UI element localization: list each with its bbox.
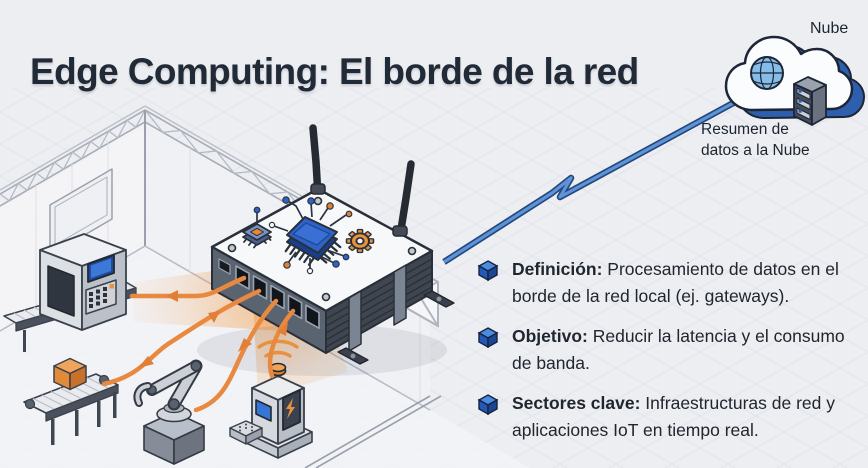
cpu-chip-icon [284,216,342,266]
conveyor-belt-icon [23,357,119,445]
cloud-label: Nube [810,20,849,37]
page-title: Edge Computing: El borde de la red [30,50,639,92]
bullet-text: Procesamiento de datos en el borde de la… [512,259,839,306]
key-points-list: Definición: Procesamiento de datos en el… [477,256,859,457]
data-flow-arrows [138,290,288,368]
bullet-term: Objetivo: [512,326,588,346]
bullet-term: Definición: [512,259,603,279]
cloud-caption-line1: Resumen de [701,121,789,138]
bullet-text: Reducir la latencia y el consumo de band… [512,326,845,373]
edge-gateway-icon [197,124,455,376]
bullet-term: Sectores clave: [512,393,641,413]
cloud-caption-line2: datos a la Nube [701,141,810,159]
sensor-screen [255,399,272,422]
cloud-icon [724,35,865,126]
package-box-icon [53,357,87,391]
power-panel [282,389,301,431]
gear-icon [345,228,375,254]
globe-icon [750,56,784,90]
bullet-text: Infraestructuras de red y aplicaciones I… [512,393,835,440]
wifi-waves-icon [257,339,299,358]
server-stack-icon [793,76,827,126]
scanner-machine-icon [3,233,137,352]
cloud-caption: Resumen de datos a la Nube [701,120,810,161]
cube-bullet-icon [477,394,499,415]
circuit-nodes [253,196,353,275]
list-item-definicion: Definición: Procesamiento de datos en el… [477,256,859,309]
sensor-chip-icon [242,223,272,249]
usb-port [218,258,231,275]
list-item-sectores: Sectores clave: Infraestructuras de red … [477,390,859,443]
lightning-bolt-icon [286,398,295,419]
data-flow-lines [101,275,296,413]
iot-sensor-icon [229,339,313,459]
list-item-objetivo: Objetivo: Reducir la latencia y el consu… [477,323,859,376]
robot-arm-icon [133,359,205,465]
machine-screen [87,254,115,283]
machine-keypad [85,279,117,315]
wall-window [49,168,113,256]
sensor-keypad [229,420,263,445]
cube-bullet-icon [477,260,499,281]
cube-bullet-icon [477,327,499,348]
circuit-traces [256,200,347,268]
